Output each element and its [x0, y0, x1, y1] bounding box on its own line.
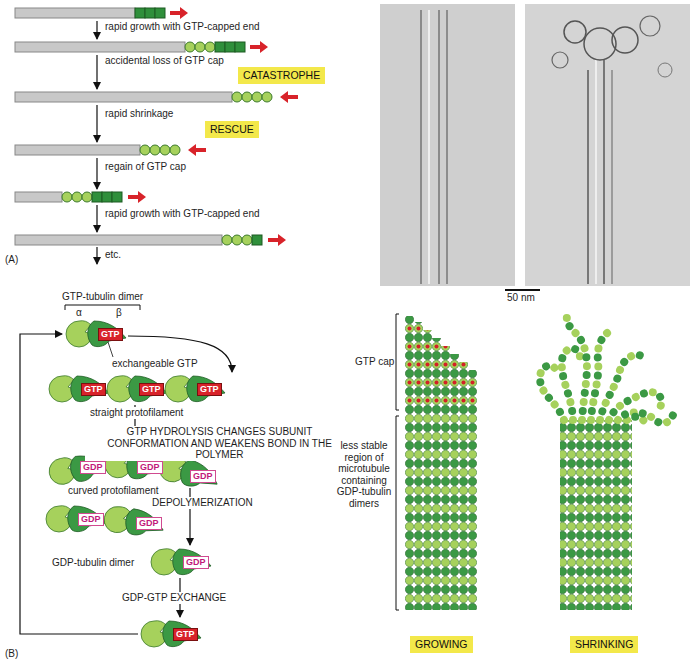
nucleotide-tag: GDP: [78, 513, 104, 526]
growing-microtubule: [396, 314, 477, 610]
step-label: rapid growth with GTP-capped end: [105, 208, 260, 220]
scale-label: 50 nm: [507, 292, 535, 304]
part-label: straight protofilament: [88, 407, 185, 419]
nucleotide-tag: GTP: [81, 383, 106, 396]
step-label: rapid shrinkage: [105, 108, 173, 120]
nucleotide-tag: GTP: [197, 383, 222, 396]
node-text: GDP: [186, 557, 206, 568]
process-label: GDP-GTP EXCHANGE: [120, 592, 228, 604]
node-text: CATASTROPHE: [243, 69, 320, 82]
node-text: RESCUE: [210, 123, 254, 136]
node-text: SHRINKING: [575, 638, 633, 651]
node-text: GTP: [142, 384, 161, 395]
micrographs: [380, 4, 690, 290]
nucleotide-tag: GTP: [173, 628, 198, 641]
node-text: GTP: [176, 629, 195, 640]
node-text: GDP: [81, 514, 101, 525]
part-label: GTP-tubulin dimer: [62, 291, 143, 303]
subunit-label: β: [116, 307, 122, 319]
node-text: GDP: [139, 518, 159, 529]
step-arrows: [96, 21, 97, 264]
stage-box: CATASTROPHE: [238, 67, 325, 84]
nucleotide-tag: GDP: [137, 461, 163, 474]
panel-letter: (A): [5, 254, 18, 266]
node-text: GDP: [140, 462, 160, 473]
nucleotide-tag: GDP: [183, 556, 209, 569]
region-label: less stable region of microtubule contai…: [332, 440, 396, 509]
nucleotide-tag: GDP: [80, 461, 106, 474]
subunit-label: α: [76, 307, 82, 319]
node-text: GDP: [193, 471, 213, 482]
node-text: GTP: [200, 384, 219, 395]
tubulin-cycle: [20, 305, 232, 647]
step-label: rapid growth with GTP-capped end: [105, 21, 260, 33]
region-label: GTP cap: [355, 356, 394, 368]
shrinking-microtubule: [540, 315, 675, 610]
panel-letter: (B): [5, 648, 18, 660]
step-label: etc.: [105, 249, 121, 261]
microtubule-rows: [15, 7, 298, 246]
step-label: accidental loss of GTP cap: [105, 55, 224, 67]
process-label: GTP HYDROLYSIS CHANGES SUBUNIT CONFORMAT…: [85, 426, 354, 461]
part-label: GDP-tubulin dimer: [52, 557, 134, 569]
node-text: GTP: [101, 329, 120, 340]
nucleotide-tag: GTP: [139, 383, 164, 396]
state-box: SHRINKING: [570, 636, 638, 653]
part-label: curved protofilament: [66, 485, 161, 497]
step-label: regain of GTP cap: [105, 161, 186, 173]
state-box: GROWING: [410, 636, 473, 653]
node-text: GDP: [83, 462, 103, 473]
process-label: DEPOLYMERIZATION: [150, 497, 255, 509]
stage-box: RESCUE: [205, 121, 259, 138]
nucleotide-tag: GDP: [190, 470, 216, 483]
nucleotide-tag: GTP: [98, 328, 123, 341]
node-text: GROWING: [415, 638, 468, 651]
part-label: exchangeable GTP: [112, 358, 198, 370]
nucleotide-tag: GDP: [136, 517, 162, 530]
node-text: GTP: [84, 384, 103, 395]
